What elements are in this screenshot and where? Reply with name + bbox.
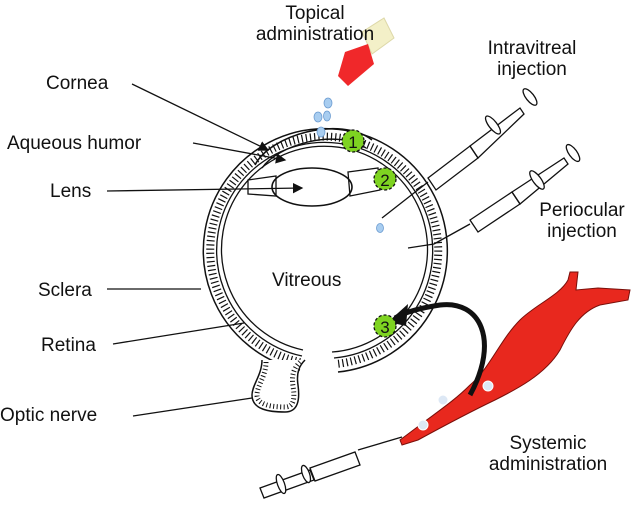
optic-nerve-label: Optic nerve bbox=[0, 405, 98, 426]
blood-vessel-icon bbox=[399, 271, 631, 446]
cornea-leader bbox=[131, 83, 270, 151]
eye-dropper-icon bbox=[338, 17, 395, 86]
intravitreal-route-label: Intravitreal injection bbox=[472, 38, 592, 80]
systemic-syringe-icon bbox=[259, 436, 403, 499]
svg-text:3: 3 bbox=[380, 318, 389, 337]
aqueous-humor-label: Aqueous humor bbox=[7, 133, 142, 154]
intravitreal-label-line1: Intravitreal bbox=[487, 38, 577, 59]
choroid-line bbox=[216, 141, 434, 359]
barrier-marker-2: 2 bbox=[373, 167, 397, 191]
cornea-label: Cornea bbox=[46, 73, 109, 94]
sclera-outer bbox=[202, 127, 449, 373]
topical-route-label: Topical administration bbox=[250, 3, 380, 45]
topical-label-line1: Topical bbox=[285, 3, 345, 24]
lens-label: Lens bbox=[50, 181, 92, 202]
retina-leader bbox=[112, 322, 245, 345]
lens-shape bbox=[271, 167, 353, 207]
intravitreal-label-line2: injection bbox=[497, 59, 567, 80]
eye-drops bbox=[313, 97, 384, 233]
periocular-label-line1: Periocular bbox=[539, 200, 625, 221]
periocular-needle-line bbox=[407, 243, 435, 249]
vitreous-label: Vitreous bbox=[272, 270, 341, 291]
lens-leader bbox=[106, 182, 304, 194]
retina-label: Retina bbox=[41, 335, 96, 356]
aqueous-humor-leader bbox=[192, 142, 287, 164]
intravitreal-syringe-icon bbox=[381, 88, 538, 219]
systemic-label-line2: administration bbox=[488, 454, 608, 475]
systemic-arrow bbox=[393, 302, 487, 397]
topical-label-line2: administration bbox=[255, 24, 375, 45]
ciliary-body-right bbox=[347, 167, 381, 197]
periocular-label-line2: injection bbox=[547, 221, 617, 242]
barrier-marker-3: 3 bbox=[373, 314, 397, 338]
retina-line bbox=[220, 145, 429, 353]
svg-text:2: 2 bbox=[380, 171, 389, 190]
systemic-route-label: Systemic administration bbox=[478, 433, 618, 475]
periocular-syringe-icon bbox=[433, 143, 581, 245]
optic-nerve-leader bbox=[132, 397, 253, 417]
sclera-label: Sclera bbox=[38, 280, 92, 301]
barrier-marker-1: 1 bbox=[341, 129, 365, 153]
svg-text:1: 1 bbox=[348, 133, 357, 152]
systemic-label-line1: Systemic bbox=[509, 433, 587, 454]
periocular-route-label: Periocular injection bbox=[527, 200, 637, 242]
